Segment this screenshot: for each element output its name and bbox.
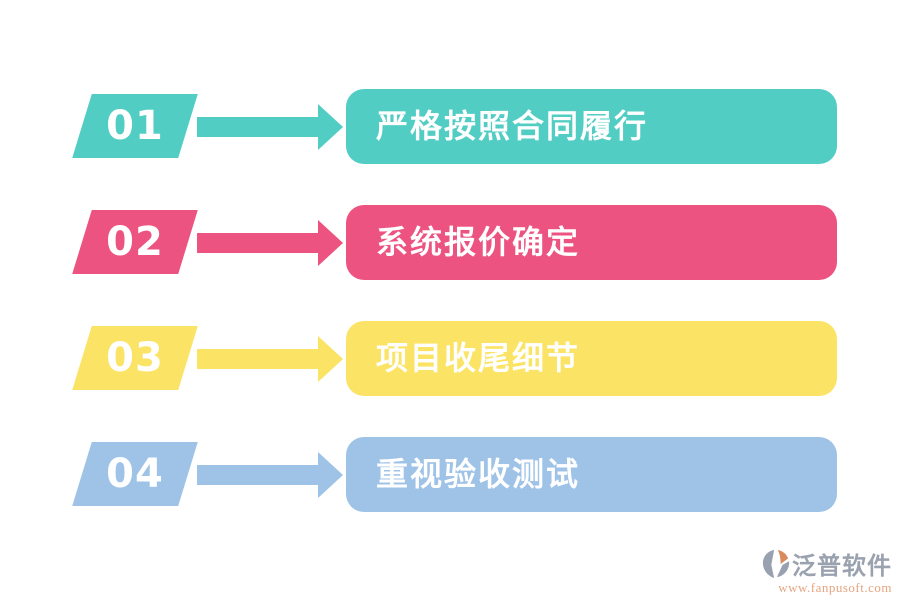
step-number: 03 bbox=[106, 335, 164, 381]
step-row: 01 严格按照合同履行 bbox=[0, 89, 900, 164]
brand-name: 泛普软件 bbox=[792, 552, 892, 580]
step-label: 严格按照合同履行 bbox=[376, 107, 649, 145]
step-number: 04 bbox=[106, 451, 164, 497]
step-label: 项目收尾细节 bbox=[376, 339, 581, 377]
brand-line: 泛普软件 bbox=[762, 546, 892, 581]
arrow-right-icon bbox=[197, 104, 343, 150]
step-label: 重视验收测试 bbox=[376, 455, 581, 493]
step-label: 系统报价确定 bbox=[376, 223, 581, 261]
watermark: 泛普软件 www.fanpusoft.com bbox=[762, 546, 892, 596]
brand-url: www.fanpusoft.com bbox=[778, 580, 892, 595]
arrow-right-icon bbox=[197, 452, 343, 498]
step-bar: 系统报价确定 bbox=[346, 205, 837, 280]
step-number: 02 bbox=[106, 219, 164, 265]
step-number: 01 bbox=[106, 103, 164, 149]
step-row: 03 项目收尾细节 bbox=[0, 321, 900, 396]
step-row: 04 重视验收测试 bbox=[0, 437, 900, 512]
step-bar: 项目收尾细节 bbox=[346, 321, 837, 396]
fanpu-logo-icon bbox=[762, 549, 790, 578]
step-bar: 重视验收测试 bbox=[346, 437, 837, 512]
arrow-right-icon bbox=[197, 336, 343, 382]
step-bar: 严格按照合同履行 bbox=[346, 89, 837, 164]
step-row: 02 系统报价确定 bbox=[0, 205, 900, 280]
arrow-right-icon bbox=[197, 220, 343, 266]
